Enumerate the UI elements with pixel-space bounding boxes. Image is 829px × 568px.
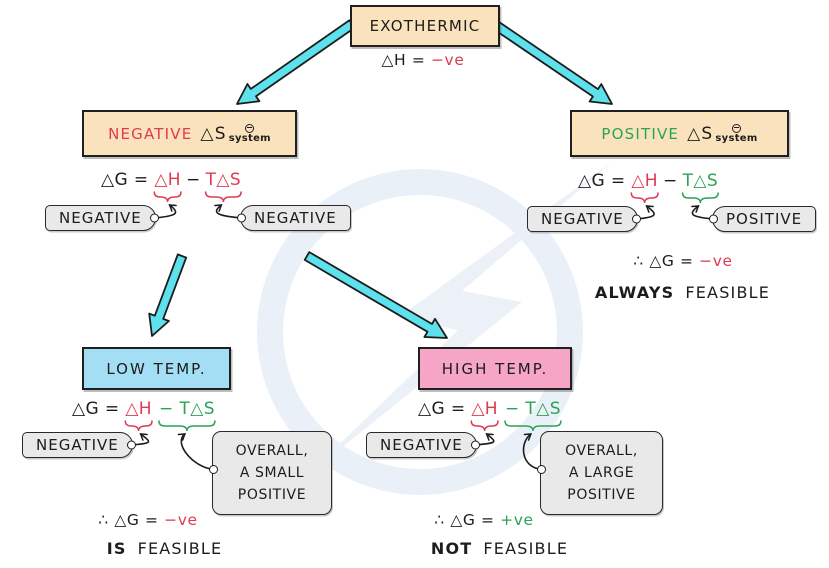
tag-label: NEGATIVE — [380, 436, 463, 454]
circled-minus-standard-state-icon — [732, 123, 741, 133]
conclusion-prefix: ∴ △G = — [434, 511, 501, 529]
gibbs-lhs: △G = — [418, 399, 472, 419]
flow-arrow-to-low-temp — [148, 253, 188, 337]
note-line: OVERALL, — [565, 443, 638, 459]
tag-pointer-dot — [708, 214, 718, 224]
pointer-arrow — [522, 433, 542, 471]
gibbs-equation-low-temp: △G = △H − T△S — [72, 399, 215, 419]
positive-entropy-box: POSITIVE △S system — [570, 110, 789, 157]
enthalpy-term: △H — [125, 399, 152, 419]
entropy-term: T△S — [205, 170, 242, 190]
conclusion-value: −ve — [699, 252, 733, 270]
tag-pointer-dot — [632, 214, 642, 224]
feasibility-emphasis: IS — [106, 539, 127, 558]
minus-sign: − — [662, 171, 678, 191]
high-temp-box: HIGH TEMP. — [418, 347, 572, 390]
entropy-magnitude-note: OVERALL, A SMALL POSITIVE — [208, 431, 332, 515]
enthalpy-term: △H — [631, 171, 658, 191]
neg-entropy-term: − T△S — [158, 399, 215, 419]
flow-arrow-to-negative-entropy — [236, 19, 356, 105]
enthalpy-term: △H — [154, 170, 181, 190]
is-feasible-line: IS FEASIBLE — [72, 539, 257, 558]
note-pointer-dot — [208, 464, 218, 474]
pointer-arrow — [177, 433, 214, 471]
enthalpy-symbol: △H = — [381, 51, 431, 69]
underbrace — [630, 192, 659, 204]
neg-entropy-term: − T△S — [504, 399, 561, 419]
flow-arrow-to-high-temp — [303, 251, 448, 339]
flow-arrow-to-positive-entropy — [490, 19, 613, 105]
gibbs-equation-mid-left: △G = △H−T△S — [101, 170, 241, 190]
circled-minus-standard-state-icon — [245, 123, 255, 133]
conclusion-value: +ve — [500, 511, 534, 529]
low-temp-box: LOW TEMP. — [82, 347, 231, 390]
enthalpy-sign-tag: NEGATIVE — [366, 432, 481, 458]
tag-pointer-dot — [471, 440, 481, 450]
enthalpy-sign-tag: NEGATIVE — [22, 432, 137, 458]
tag-label: NEGATIVE — [59, 209, 142, 227]
negative-entropy-sign: NEGATIVE — [108, 124, 193, 143]
underbrace — [124, 420, 153, 432]
gibbs-equation-mid-right: △G = △H−T△S — [578, 171, 718, 191]
positive-entropy-sign: POSITIVE — [601, 124, 680, 143]
enthalpy-term: △H — [471, 399, 498, 419]
tag-label: NEGATIVE — [541, 210, 624, 228]
conclusion-prefix: ∴ △G = — [98, 511, 165, 529]
entropy-sign-tag: NEGATIVE — [236, 205, 351, 231]
entropy-term: T△S — [682, 171, 719, 191]
enthalpy-sign-line: △H = −ve — [350, 51, 496, 69]
entropy-symbol: △S — [687, 123, 714, 144]
always-feasible-line: ALWAYS FEASIBLE — [575, 283, 790, 302]
note-line: POSITIVE — [237, 487, 307, 503]
underbrace — [470, 420, 499, 432]
low-temp-label: LOW TEMP. — [106, 359, 207, 378]
underbrace — [681, 192, 719, 204]
feasibility-emphasis: ALWAYS — [594, 283, 675, 302]
tag-pointer-dot — [150, 213, 160, 223]
underbrace — [504, 420, 562, 432]
enthalpy-sign-tag: NEGATIVE — [527, 206, 642, 232]
standard-state-stack: system — [715, 123, 758, 144]
always-feasible-conclusion: ∴ △G = −ve — [593, 252, 773, 270]
system-subscript: system — [228, 132, 271, 144]
note-pointer-dot — [536, 464, 546, 474]
gibbs-equation-high-temp: △G = △H − T△S — [418, 399, 561, 419]
tag-label: NEGATIVE — [36, 436, 119, 454]
feasibility-rest: FEASIBLE — [685, 283, 771, 302]
entropy-symbol: △S — [200, 123, 227, 144]
underbrace — [204, 191, 242, 203]
system-subscript: system — [715, 132, 758, 144]
negative-entropy-box: NEGATIVE △S system — [82, 110, 297, 157]
high-temp-conclusion: ∴ △G = +ve — [414, 511, 554, 529]
feasibility-emphasis: NOT — [430, 539, 473, 558]
not-feasible-line: NOT FEASIBLE — [407, 539, 592, 558]
underbrace — [158, 420, 216, 432]
tag-pointer-dot — [127, 440, 137, 450]
note-line: A SMALL — [239, 465, 305, 481]
underbrace — [153, 191, 182, 203]
note-line: POSITIVE — [567, 487, 636, 503]
gibbs-lhs: △G = — [72, 399, 126, 419]
conclusion-prefix: ∴ △G = — [633, 252, 700, 270]
enthalpy-sign-value: −ve — [430, 51, 465, 69]
entropy-sign-tag: POSITIVE — [708, 206, 817, 232]
tag-label: POSITIVE — [726, 210, 803, 228]
feasibility-rest: FEASIBLE — [137, 539, 223, 558]
low-temp-conclusion: ∴ △G = −ve — [78, 511, 218, 529]
exothermic-label: EXOTHERMIC — [369, 17, 481, 35]
note-line: A LARGE — [568, 465, 635, 481]
note-line: OVERALL, — [235, 443, 309, 459]
entropy-magnitude-note: OVERALL, A LARGE POSITIVE — [536, 431, 663, 515]
feasibility-rest: FEASIBLE — [483, 539, 569, 558]
standard-state-stack: system — [228, 123, 271, 144]
conclusion-value: −ve — [164, 511, 198, 529]
tag-pointer-dot — [236, 213, 246, 223]
gibbs-lhs: △G = — [101, 170, 155, 190]
high-temp-label: HIGH TEMP. — [441, 359, 549, 378]
gibbs-lhs: △G = — [578, 171, 632, 191]
minus-sign: − — [185, 170, 201, 190]
exothermic-box: EXOTHERMIC — [350, 5, 500, 47]
enthalpy-sign-tag: NEGATIVE — [45, 205, 160, 231]
tag-label: NEGATIVE — [254, 209, 337, 227]
